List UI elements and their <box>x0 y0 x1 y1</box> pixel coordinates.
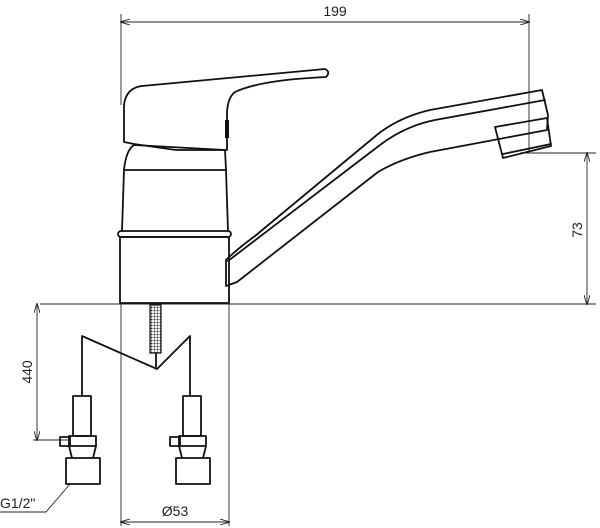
dimension-body-diameter-label: Ø53 <box>162 503 189 519</box>
spout <box>225 89 552 287</box>
dimension-width: 199 <box>121 3 529 152</box>
dimension-hose-length: 440 <box>19 304 70 440</box>
dimension-hose-length-label: 440 <box>19 360 35 384</box>
handle-indicator <box>225 120 229 138</box>
thread-label: G1/2" <box>0 495 35 511</box>
lever-handle <box>123 68 330 151</box>
thread-callout: G1/2" <box>0 483 71 513</box>
dimension-spout-height: 73 <box>40 153 596 304</box>
supply-hoses <box>81 335 191 397</box>
dimension-width-label: 199 <box>323 3 347 19</box>
hose-connector-right <box>169 395 211 485</box>
dimension-spout-height-label: 73 <box>569 222 585 238</box>
faucet-body <box>117 144 232 304</box>
dimension-body-diameter: Ø53 <box>121 304 229 526</box>
mounting-shank <box>149 304 162 354</box>
hose-connector-left <box>59 395 101 485</box>
